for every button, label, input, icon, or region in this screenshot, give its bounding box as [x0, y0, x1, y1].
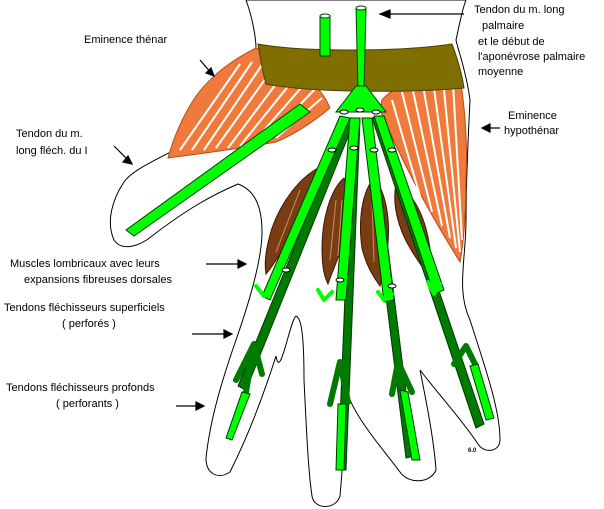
label-palmaris-line2: palmaire	[482, 20, 525, 32]
label-palmaris-line1: Tendon du m. long	[474, 4, 565, 16]
label-fds-line1: Tendons fléchisseurs superficiels	[4, 302, 165, 314]
finger-tendon-extensions	[225, 363, 495, 471]
label-thenar: Eminence thénar	[84, 34, 168, 46]
label-palmaris-line5: moyenne	[478, 66, 524, 78]
palmaris-longus-tendon	[319, 5, 388, 113]
label-palmaris-line3: et le début de	[478, 36, 545, 48]
label-fds-line2: ( perforés )	[62, 318, 116, 330]
label-lumbricals-line2: expansions fibreuses dorsales	[24, 274, 172, 286]
finger-tendon-splits	[233, 280, 479, 407]
label-lumbricals-line1: Muscles lombricaux avec leurs	[10, 258, 160, 270]
tendon-rings	[281, 107, 397, 289]
fds-little	[373, 115, 445, 295]
label-fpl-line2: long fléch. du I	[16, 145, 88, 157]
version-label: 6.0	[468, 448, 477, 454]
fds-ring	[361, 117, 395, 303]
leader-arrows	[113, 9, 500, 411]
fds-tendons	[261, 115, 445, 303]
fds-middle	[335, 117, 361, 301]
label-hypothenar-line2: hypothénar	[504, 125, 560, 137]
label-palmaris-line4: l'aponévrose palmaire	[478, 51, 586, 63]
label-fdp-line1: Tendons fléchisseurs profonds	[6, 382, 155, 394]
label-fdp-line2: ( perforants )	[56, 398, 119, 410]
label-fpl-line1: Tendon du m.	[16, 128, 83, 140]
hypothenar-striations	[391, 65, 463, 253]
palmar-aponeurosis	[334, 85, 388, 113]
fpl-tendon	[125, 103, 311, 237]
label-hypothenar-line1: Eminence	[508, 110, 557, 122]
fds-index	[261, 115, 351, 301]
